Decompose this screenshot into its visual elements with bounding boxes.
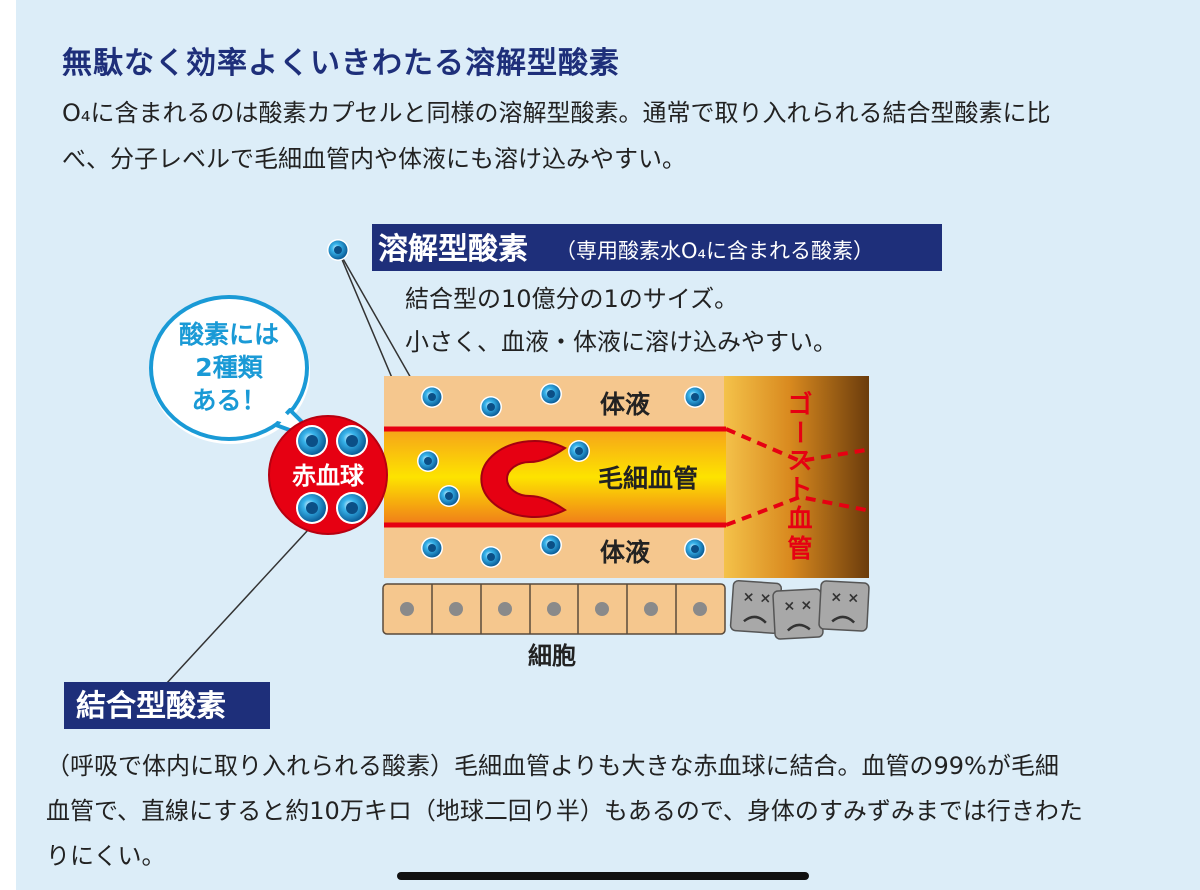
red-blood-cell: 赤血球 bbox=[268, 415, 388, 535]
dissolved-desc-line: 小さく、血液・体液に溶け込みやすい。 bbox=[405, 328, 837, 356]
ghost-label-char: ス bbox=[787, 446, 812, 475]
bound-oxygen-icon bbox=[296, 425, 328, 457]
svg-text:×: × bbox=[742, 589, 755, 606]
cell-nucleus-icon bbox=[644, 602, 658, 616]
cell-row bbox=[431, 584, 677, 634]
bottom-description: （呼吸で体内に取り入れられる酸素）毛細血管よりも大きな赤血球に結合。血管の99%… bbox=[46, 744, 1161, 879]
svg-text:×: × bbox=[847, 590, 860, 607]
cell-nucleus-icon bbox=[547, 602, 561, 616]
oxygen-molecule-icon bbox=[421, 386, 443, 408]
bubble-line: 酸素には bbox=[179, 320, 279, 349]
cell-nucleus-icon bbox=[449, 602, 463, 616]
pointer-line bbox=[337, 249, 421, 395]
svg-text:×: × bbox=[759, 590, 772, 607]
svg-text:×: × bbox=[783, 598, 796, 615]
cell-nucleus-icons bbox=[400, 602, 707, 616]
intro-line: べ、分子レベルで毛細血管内や体液にも溶け込みやすい。 bbox=[62, 145, 686, 173]
ghost-vessel-outline bbox=[725, 427, 867, 464]
intro-text: O₄に含まれるのは酸素カプセルと同様の溶解型酸素。通常で取り入れられる結合型酸素… bbox=[62, 90, 1172, 182]
oxygen-molecule-icon bbox=[568, 440, 590, 462]
cell-nucleus-icon bbox=[400, 602, 414, 616]
dissolved-oxygen-subtitle: （専用酸素水O₄に含まれる酸素） bbox=[555, 239, 874, 263]
cells-label: 細胞 bbox=[528, 642, 576, 670]
ghost-label-char: 管 bbox=[787, 534, 812, 563]
two-types-bubble: 酸素には 2種類 ある！ bbox=[149, 295, 324, 444]
oxygen-molecule-icon bbox=[540, 383, 562, 405]
ghost-vessel-area bbox=[724, 376, 869, 578]
body-fluid-label: 体液 bbox=[600, 390, 650, 419]
pointer-line bbox=[165, 529, 309, 685]
home-indicator[interactable] bbox=[397, 872, 809, 880]
bound-oxygen-icon bbox=[336, 425, 368, 457]
red-blood-cell-label: 赤血球 bbox=[292, 462, 365, 490]
page-title: 無駄なく効率よくいきわたる溶解型酸素 bbox=[62, 46, 620, 81]
ghost-vessel-label: ゴ ー ス ト 血 管 bbox=[785, 390, 814, 563]
dissolved-oxygen-title: 溶解型酸素 bbox=[378, 232, 528, 267]
oxygen-molecule-icon bbox=[480, 546, 502, 568]
dead-cell-icon: × × bbox=[818, 580, 870, 632]
oxygen-molecule-icon bbox=[480, 396, 502, 418]
page-background: 無駄なく効率よくいきわたる溶解型酸素 O₄に含まれるのは酸素カプセルと同様の溶解… bbox=[16, 0, 1200, 890]
bottom-line: 血管で、直線にすると約10万キロ（地球二回り半）もあるので、身体のすみずみまでは… bbox=[46, 797, 1083, 825]
oxygen-molecule-icon bbox=[438, 485, 460, 507]
ghost-label-char: ト bbox=[787, 474, 812, 503]
oxygen-molecule-icon bbox=[421, 537, 443, 559]
oxygen-molecule-icon bbox=[684, 386, 706, 408]
squeezed-red-blood-cell bbox=[480, 440, 567, 518]
bound-oxygen-icon bbox=[296, 492, 328, 524]
bubble-line: 2種類 bbox=[195, 353, 263, 382]
dissolved-oxygen-molecule-icon bbox=[327, 239, 349, 261]
bottom-line: りにくい。 bbox=[46, 842, 166, 870]
bottom-line: （呼吸で体内に取り入れられる酸素）毛細血管よりも大きな赤血球に結合。血管の99%… bbox=[46, 752, 1059, 780]
oxygen-molecule-icon bbox=[540, 534, 562, 556]
oxygen-molecule-icon bbox=[417, 450, 439, 472]
bound-oxygen-icon bbox=[336, 492, 368, 524]
cell-nucleus-icon bbox=[693, 602, 707, 616]
ghost-label-char: ー bbox=[785, 419, 814, 444]
ghost-vessel-outline bbox=[725, 494, 867, 527]
dead-cell-icon: × × bbox=[772, 588, 824, 640]
intro-line: O₄に含まれるのは酸素カプセルと同様の溶解型酸素。通常で取り入れられる結合型酸素… bbox=[62, 99, 1051, 127]
body-fluid-label: 体液 bbox=[600, 538, 650, 567]
svg-text:×: × bbox=[800, 597, 813, 614]
oxygen-molecule-icon bbox=[684, 538, 706, 560]
ghost-label-char: 血 bbox=[787, 504, 812, 533]
dissolved-oxygen-label-box bbox=[372, 224, 942, 271]
bound-oxygen-title: 結合型酸素 bbox=[76, 689, 226, 724]
cell-nucleus-icon bbox=[595, 602, 609, 616]
dissolved-desc-line: 結合型の10億分の1のサイズ。 bbox=[405, 285, 738, 313]
bubble-line: ある！ bbox=[191, 386, 266, 415]
capillary-label: 毛細血管 bbox=[598, 464, 698, 493]
dead-cell-icon: × × bbox=[729, 579, 783, 635]
ghost-label-char: ゴ bbox=[787, 390, 812, 419]
cell-nucleus-icon bbox=[498, 602, 512, 616]
bound-oxygen-label-box bbox=[64, 682, 270, 729]
svg-text:×: × bbox=[830, 589, 843, 606]
